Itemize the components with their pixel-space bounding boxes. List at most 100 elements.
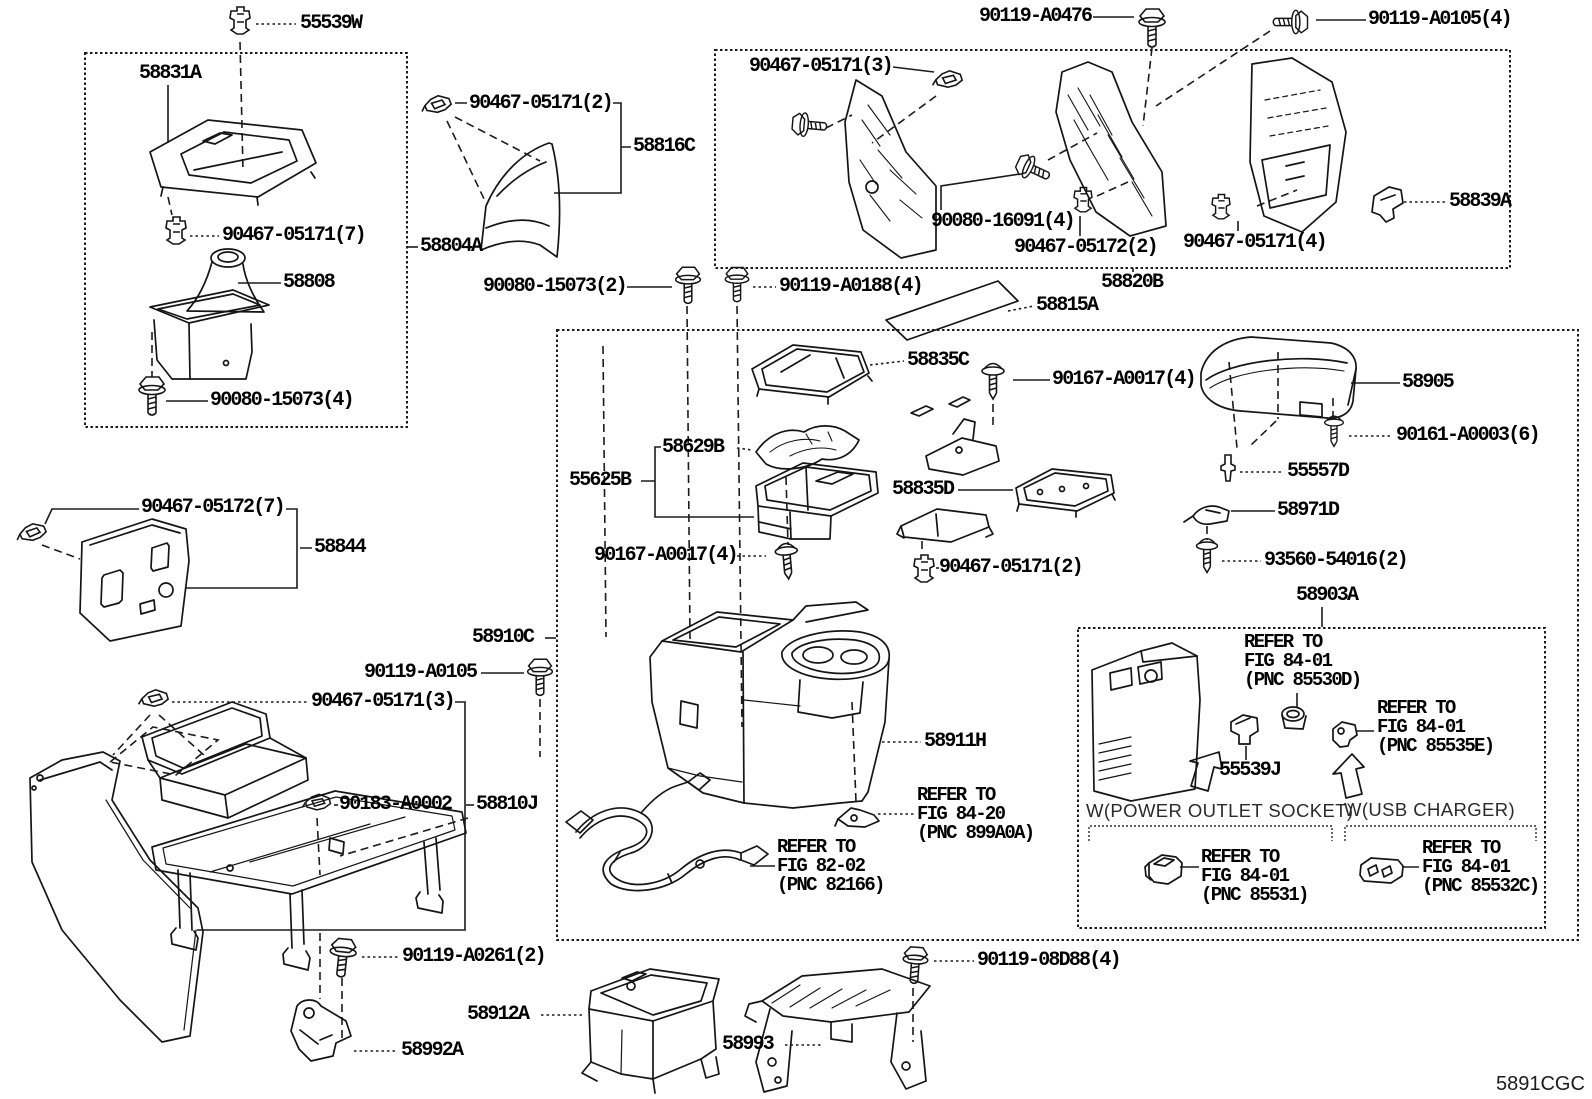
part-bracket-front-58820b: [844, 79, 937, 259]
note-fig-84-01-85530d: REFER TO FIG 84-01 (PNC 85530D): [1244, 631, 1362, 691]
part-sail-panel-58816c: [480, 142, 561, 258]
part-label-90080-16091-4[interactable]: 90080-16091(4): [931, 210, 1076, 233]
part-bracket-58993: [744, 968, 931, 1093]
pin-icon-55557d: [1220, 454, 1236, 482]
clip-icon-90183-a0002: [300, 792, 332, 813]
part-label-90467-05172-2[interactable]: 90467-05172(2): [1014, 236, 1159, 259]
group-box-58910c: [556, 329, 1579, 941]
note-line: FIG 84-01: [1244, 650, 1333, 672]
part-label-58911h[interactable]: 58911H: [924, 730, 987, 753]
part-label-58816c[interactable]: 58816C: [633, 135, 696, 158]
note-line: REFER TO: [1244, 631, 1323, 653]
part-label-90119-a0105[interactable]: 90119-A0105: [364, 661, 478, 684]
part-bracket-center-58820b: [1055, 61, 1167, 237]
part-label-55539j[interactable]: 55539J: [1219, 759, 1282, 782]
clip-icon-90467-05171-2-top: [418, 92, 453, 117]
caption-usb-charger: W(USB CHARGER): [1344, 799, 1516, 820]
note-line: FIG 82-02: [777, 855, 866, 877]
part-label-90467-05172-7[interactable]: 90467-05172(7): [141, 496, 286, 519]
part-label-90119-a0105-4[interactable]: 90119-A0105(4): [1368, 8, 1513, 31]
part-clip-55539j: [1230, 714, 1259, 745]
part-label-58839a[interactable]: 58839A: [1449, 190, 1512, 213]
caption-power-outlet-socket: W(POWER OUTLET SOCKET): [1086, 800, 1354, 821]
part-label-58815a[interactable]: 58815A: [1036, 294, 1099, 317]
part-label-90467-05171-3-box[interactable]: 90467-05171(3): [749, 55, 894, 78]
part-tray-58835d: [1015, 468, 1116, 518]
note-fig-84-01-85532c: REFER TO FIG 84-01 (PNC 85532C): [1422, 839, 1540, 896]
part-label-90119-a0261-2[interactable]: 90119-A0261(2): [402, 945, 547, 968]
part-label-90119-08d88-4[interactable]: 90119-08D88(4): [977, 949, 1122, 972]
part-label-58808[interactable]: 58808: [283, 271, 336, 294]
part-label-58629b[interactable]: 58629B: [662, 436, 725, 459]
part-label-90161-a0003-6[interactable]: 90161-A0003(6): [1396, 424, 1541, 447]
part-box-55625b: [755, 462, 879, 540]
part-label-58831a[interactable]: 58831A: [139, 62, 202, 85]
part-label-90167-a0017-4-upper[interactable]: 90167-A0017(4): [1052, 368, 1197, 391]
part-hinge-58971d: [1183, 505, 1230, 526]
note-fig-84-01-85531: REFER TO FIG 84-01 (PNC 85531): [1201, 848, 1309, 905]
part-mat-58629b: [755, 425, 860, 470]
part-bracket-lower-58835d: [896, 508, 994, 543]
part-bracket-tower-58835d: [925, 418, 1000, 476]
part-usb-85532c: [1359, 857, 1404, 884]
part-bracket-58844: [79, 518, 190, 642]
part-label-90467-05171-4[interactable]: 90467-05171(4): [1183, 231, 1328, 254]
note-line: REFER TO: [777, 836, 856, 858]
part-label-58993[interactable]: 58993: [722, 1033, 775, 1056]
part-label-90183-a0002[interactable]: 90183-A0002: [339, 793, 453, 816]
bolt-icon-90119-a0105: [526, 658, 554, 697]
screw-icon-90167-a0017-upper: [981, 362, 1005, 400]
part-label-58905[interactable]: 58905: [1402, 371, 1455, 394]
part-bracket-899a0a: [834, 807, 880, 828]
bolt-icon-90119-08d88-4: [900, 945, 930, 985]
screw-icon-90161-a0003-6: [1323, 415, 1345, 448]
part-console-body-58911h: [649, 601, 891, 809]
part-label-58835c[interactable]: 58835C: [907, 349, 970, 372]
part-clip-58839a: [1371, 186, 1404, 223]
part-label-55625b[interactable]: 55625B: [569, 469, 632, 492]
bolt-icon-90080-16091-4: [1012, 150, 1055, 188]
part-label-93560-54016-2[interactable]: 93560-54016(2): [1264, 549, 1409, 572]
note-line: FIG 84-01: [1377, 716, 1466, 738]
part-label-55557d[interactable]: 55557D: [1287, 460, 1350, 483]
part-label-90080-15073-4[interactable]: 90080-15073(4): [210, 389, 355, 412]
note-line: FIG 84-01: [1201, 865, 1290, 887]
part-label-58804a[interactable]: 58804A: [420, 235, 483, 258]
bolt-icon-90119-a0105-4: [1272, 9, 1309, 35]
part-label-90119-a0476[interactable]: 90119-A0476: [979, 5, 1093, 28]
bolt-icon-90119-a0261-2: [326, 936, 359, 979]
part-label-58912a[interactable]: 58912A: [467, 1003, 530, 1026]
part-bracket-rear-58820b: [1249, 57, 1347, 233]
part-label-58820b[interactable]: 58820B: [1101, 271, 1164, 294]
note-line: (PNC 899A0A): [917, 822, 1035, 844]
clip-icon-90467-05171-3-lower: [136, 687, 170, 710]
part-label-58835d[interactable]: 58835D: [892, 478, 955, 501]
part-label-90467-05171-2-mid[interactable]: 90467-05171(2): [939, 556, 1084, 579]
part-label-58910c[interactable]: 58910C: [472, 626, 535, 649]
clip-icon-90467-05171-7: [165, 216, 187, 245]
part-label-90080-15073-2[interactable]: 90080-15073(2): [483, 275, 628, 298]
note-line: REFER TO: [917, 784, 996, 806]
clip-icon-55539w: [229, 6, 251, 35]
note-line: (PNC 82166): [777, 874, 885, 896]
part-label-90119-a0188-4[interactable]: 90119-A0188(4): [779, 275, 924, 298]
part-label-58810j[interactable]: 58810J: [476, 793, 539, 816]
clip-icon-90467-05172-7: [13, 520, 49, 545]
bolt-icon-box-b: [790, 111, 829, 139]
part-label-90467-05171-2-top[interactable]: 90467-05171(2): [469, 92, 614, 115]
part-label-58971d[interactable]: 58971D: [1277, 499, 1340, 522]
part-end-panel-58903a: [1091, 642, 1201, 802]
part-label-90167-a0017-4-lower[interactable]: 90167-A0017(4): [594, 544, 739, 567]
part-socket-85531: [1144, 854, 1183, 885]
part-label-58844[interactable]: 58844: [314, 536, 367, 559]
part-label-55539w[interactable]: 55539W: [300, 12, 363, 35]
part-label-90467-05171-7[interactable]: 90467-05171(7): [222, 224, 367, 247]
part-label-58992a[interactable]: 58992A: [401, 1039, 464, 1062]
caption-brackets: [1088, 825, 1537, 841]
part-label-90467-05171-3-lower[interactable]: 90467-05171(3): [311, 690, 456, 713]
clip-icon-90467-05171-2-mid: [913, 554, 935, 583]
part-label-58903a[interactable]: 58903A: [1296, 584, 1359, 607]
note-line: (PNC 85530D): [1244, 669, 1362, 691]
part-console-frame-58810j: [141, 701, 467, 971]
